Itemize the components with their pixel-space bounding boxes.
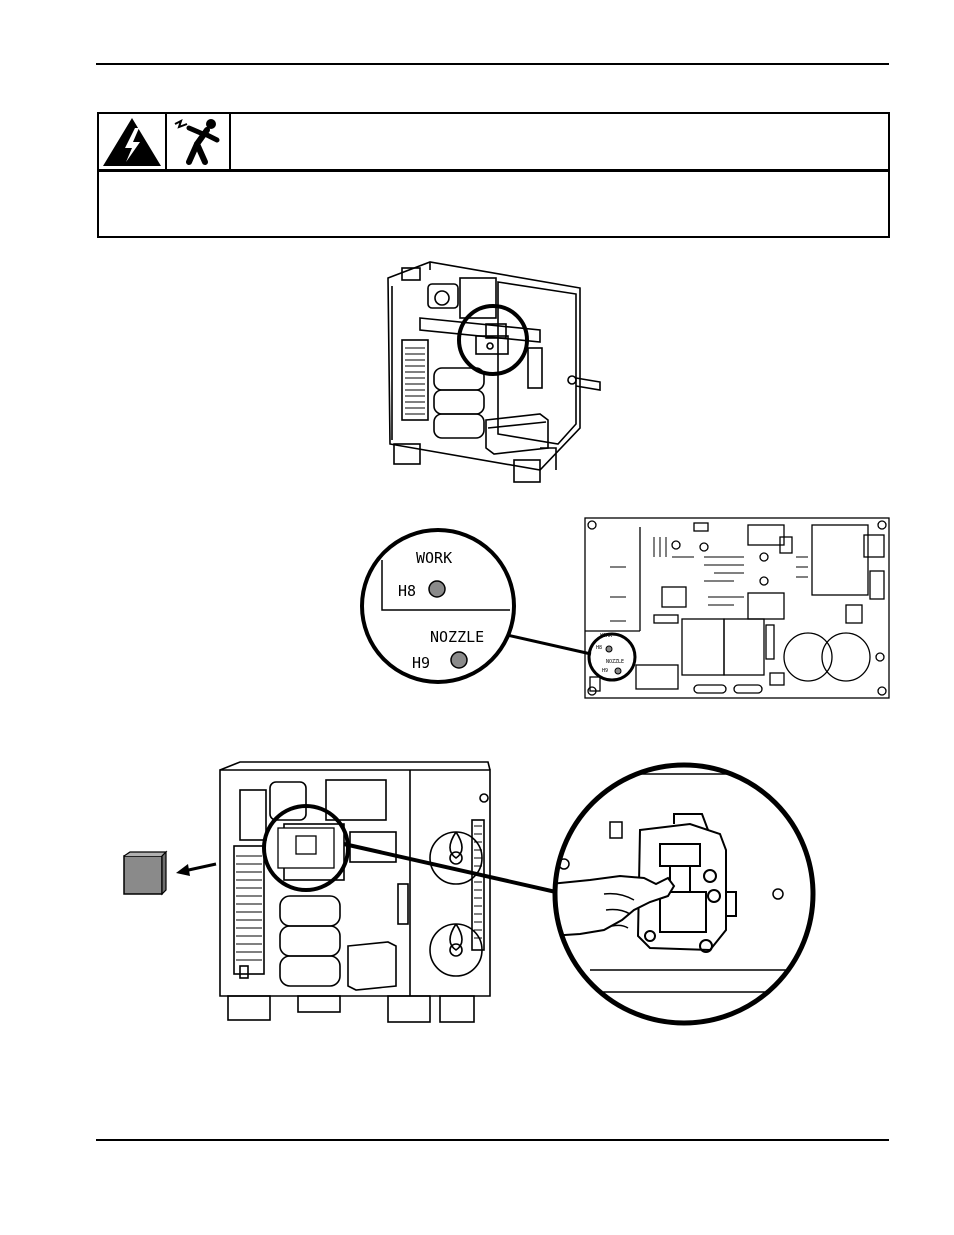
pcb-h9-label: H9 [602, 668, 609, 674]
figure-control-pcb: WORK H8 NOZZLE H9 [584, 517, 890, 699]
pcb-zoom-circle [587, 632, 637, 682]
zoom-leader-line [506, 633, 592, 656]
header-rule [96, 63, 889, 65]
figure-work-nozzle-zoom: WORK H8 NOZZLE H9 [358, 526, 518, 690]
pcb-nozzle-label: NOZZLE [606, 659, 625, 665]
warning-header-row [99, 114, 888, 172]
pcb-h8-label: H8 [596, 645, 603, 651]
hazard-cell [99, 114, 167, 169]
remove-arrow-icon [176, 862, 217, 876]
figure-hand-zoom [552, 762, 816, 1026]
zoom-circle-small [262, 804, 350, 892]
zoom-circle-large [552, 762, 816, 1026]
figure-power-supply-side [123, 761, 491, 1023]
figure-power-supply-open [387, 261, 601, 483]
warning-box [97, 112, 890, 238]
footer-rule [96, 1139, 889, 1141]
removed-cover [123, 850, 168, 896]
shock-cell [167, 114, 231, 169]
nozzle-label: NOZZLE [430, 628, 485, 646]
electric-shock-person-icon [174, 119, 220, 165]
h8-label: H8 [398, 582, 417, 600]
h9-test-point [450, 651, 468, 669]
h9-label: H9 [412, 654, 431, 672]
zoom-leader-line-2 [343, 842, 557, 894]
h8-test-point [428, 580, 446, 598]
zoom-circle [457, 304, 529, 376]
electric-hazard-icon [103, 118, 161, 166]
pcb-work-label: WORK [600, 633, 613, 639]
work-label: WORK [416, 549, 453, 567]
